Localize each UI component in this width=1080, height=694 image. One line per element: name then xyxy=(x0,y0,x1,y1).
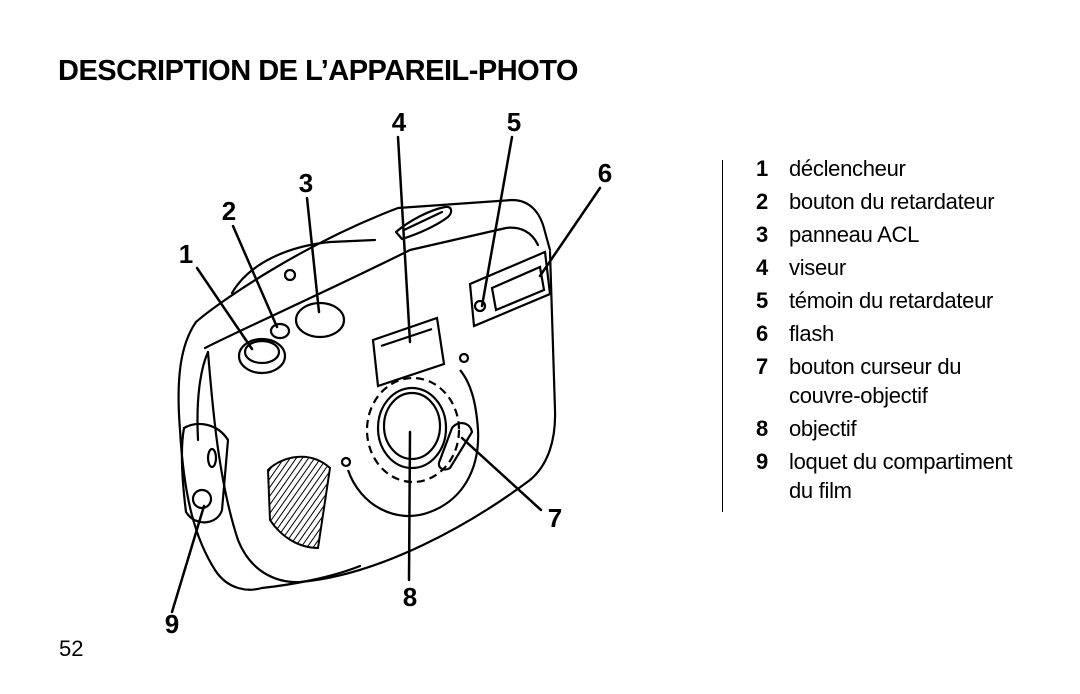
page-title: DESCRIPTION DE L’APPAREIL-PHOTO xyxy=(58,55,578,87)
legend-label: témoin du retardateur xyxy=(789,288,994,313)
callout-7: 7 xyxy=(548,503,562,533)
legend-label: loquet du compartiment du film xyxy=(789,449,1013,503)
shutter-button-icon xyxy=(237,337,287,375)
page-number: 52 xyxy=(59,636,84,661)
legend-label: panneau ACL xyxy=(789,222,920,247)
legend-label: bouton du retardateur xyxy=(789,189,995,214)
callout-6: 6 xyxy=(598,158,612,188)
legend-item: 4 viseur xyxy=(756,253,1056,282)
film-latch-icon xyxy=(180,422,230,524)
front-arc xyxy=(340,352,480,518)
callout-1: 1 xyxy=(179,239,193,269)
legend-number: 2 xyxy=(756,189,769,214)
legend-number: 3 xyxy=(756,222,769,247)
camera-illustration: 1 2 3 4 5 6 7 8 9 xyxy=(165,107,612,639)
parts-legend: 1 déclencheur 2 bouton du retardateur 3 … xyxy=(756,154,1056,509)
legend-divider xyxy=(722,160,723,512)
flash-icon xyxy=(468,250,552,328)
lens-icon xyxy=(365,376,461,484)
lcd-panel-icon xyxy=(294,301,346,339)
legend-number: 5 xyxy=(756,288,769,313)
legend-label: objectif xyxy=(789,416,857,441)
legend-item: 9 loquet du compartiment du film xyxy=(756,447,1056,505)
grip xyxy=(266,455,332,550)
legend-item: 8 objectif xyxy=(756,414,1056,443)
callout-9: 9 xyxy=(165,609,179,639)
legend-number: 7 xyxy=(756,354,769,379)
callout-3: 3 xyxy=(299,168,313,198)
legend-item: 2 bouton du retardateur xyxy=(756,187,1056,216)
legend-label: déclencheur xyxy=(789,156,906,181)
legend-label: flash xyxy=(789,321,834,346)
legend-number: 8 xyxy=(756,416,769,441)
legend-number: 9 xyxy=(756,449,769,474)
legend-number: 4 xyxy=(756,255,769,280)
legend-item: 7 bouton curseur du couvre-objectif xyxy=(756,352,1056,410)
callout-numbers: 1 2 3 4 5 6 7 8 9 xyxy=(165,107,612,639)
self-timer-button-icon xyxy=(269,322,291,340)
legend-label: viseur xyxy=(789,255,846,280)
legend-number: 6 xyxy=(756,321,769,346)
self-timer-lamp-icon xyxy=(473,299,487,313)
callout-8: 8 xyxy=(403,582,417,612)
legend-item: 3 panneau ACL xyxy=(756,220,1056,249)
callout-2: 2 xyxy=(222,196,236,226)
legend-label: bouton curseur du couvre-objectif xyxy=(789,354,962,408)
camera-body xyxy=(177,198,557,591)
callout-5: 5 xyxy=(507,107,521,137)
leader-lines xyxy=(170,135,602,614)
lens-cover-slider-icon xyxy=(437,422,474,471)
legend-item: 6 flash xyxy=(756,319,1056,348)
legend-number: 1 xyxy=(756,156,769,181)
legend-item: 1 déclencheur xyxy=(756,154,1056,183)
viewfinder-icon xyxy=(371,316,446,388)
legend-item: 5 témoin du retardateur xyxy=(756,286,1056,315)
callout-4: 4 xyxy=(392,107,407,137)
